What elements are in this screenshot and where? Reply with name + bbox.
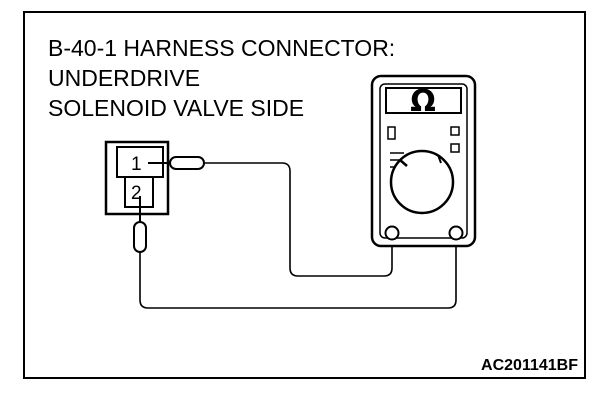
harness-connector: 1 2 <box>104 140 170 216</box>
pin-1-label: 1 <box>131 154 142 175</box>
title-line-3: SOLENOID VALVE SIDE <box>48 95 304 121</box>
test-lead-2 <box>139 240 457 309</box>
title-line-1: B-40-1 HARNESS CONNECTOR: <box>48 35 395 61</box>
reference-code: AC201141BF <box>481 357 578 374</box>
pin-2-label: 2 <box>131 183 142 204</box>
ohmmeter: Ω <box>370 74 477 248</box>
input-jack-com <box>384 225 400 241</box>
mode-switch-right-top <box>450 126 460 136</box>
title-line-2: UNDERDRIVE <box>48 65 200 91</box>
test-probe-pin-2 <box>133 196 147 253</box>
mode-switch-left <box>387 126 396 140</box>
test-lead-1 <box>204 162 393 277</box>
meter-display <box>385 87 462 114</box>
mode-switch-right-bottom <box>450 143 460 153</box>
ohm-symbol: Ω <box>410 84 436 119</box>
input-jack-ohm <box>448 225 464 241</box>
test-probe-pin-1 <box>148 156 205 170</box>
